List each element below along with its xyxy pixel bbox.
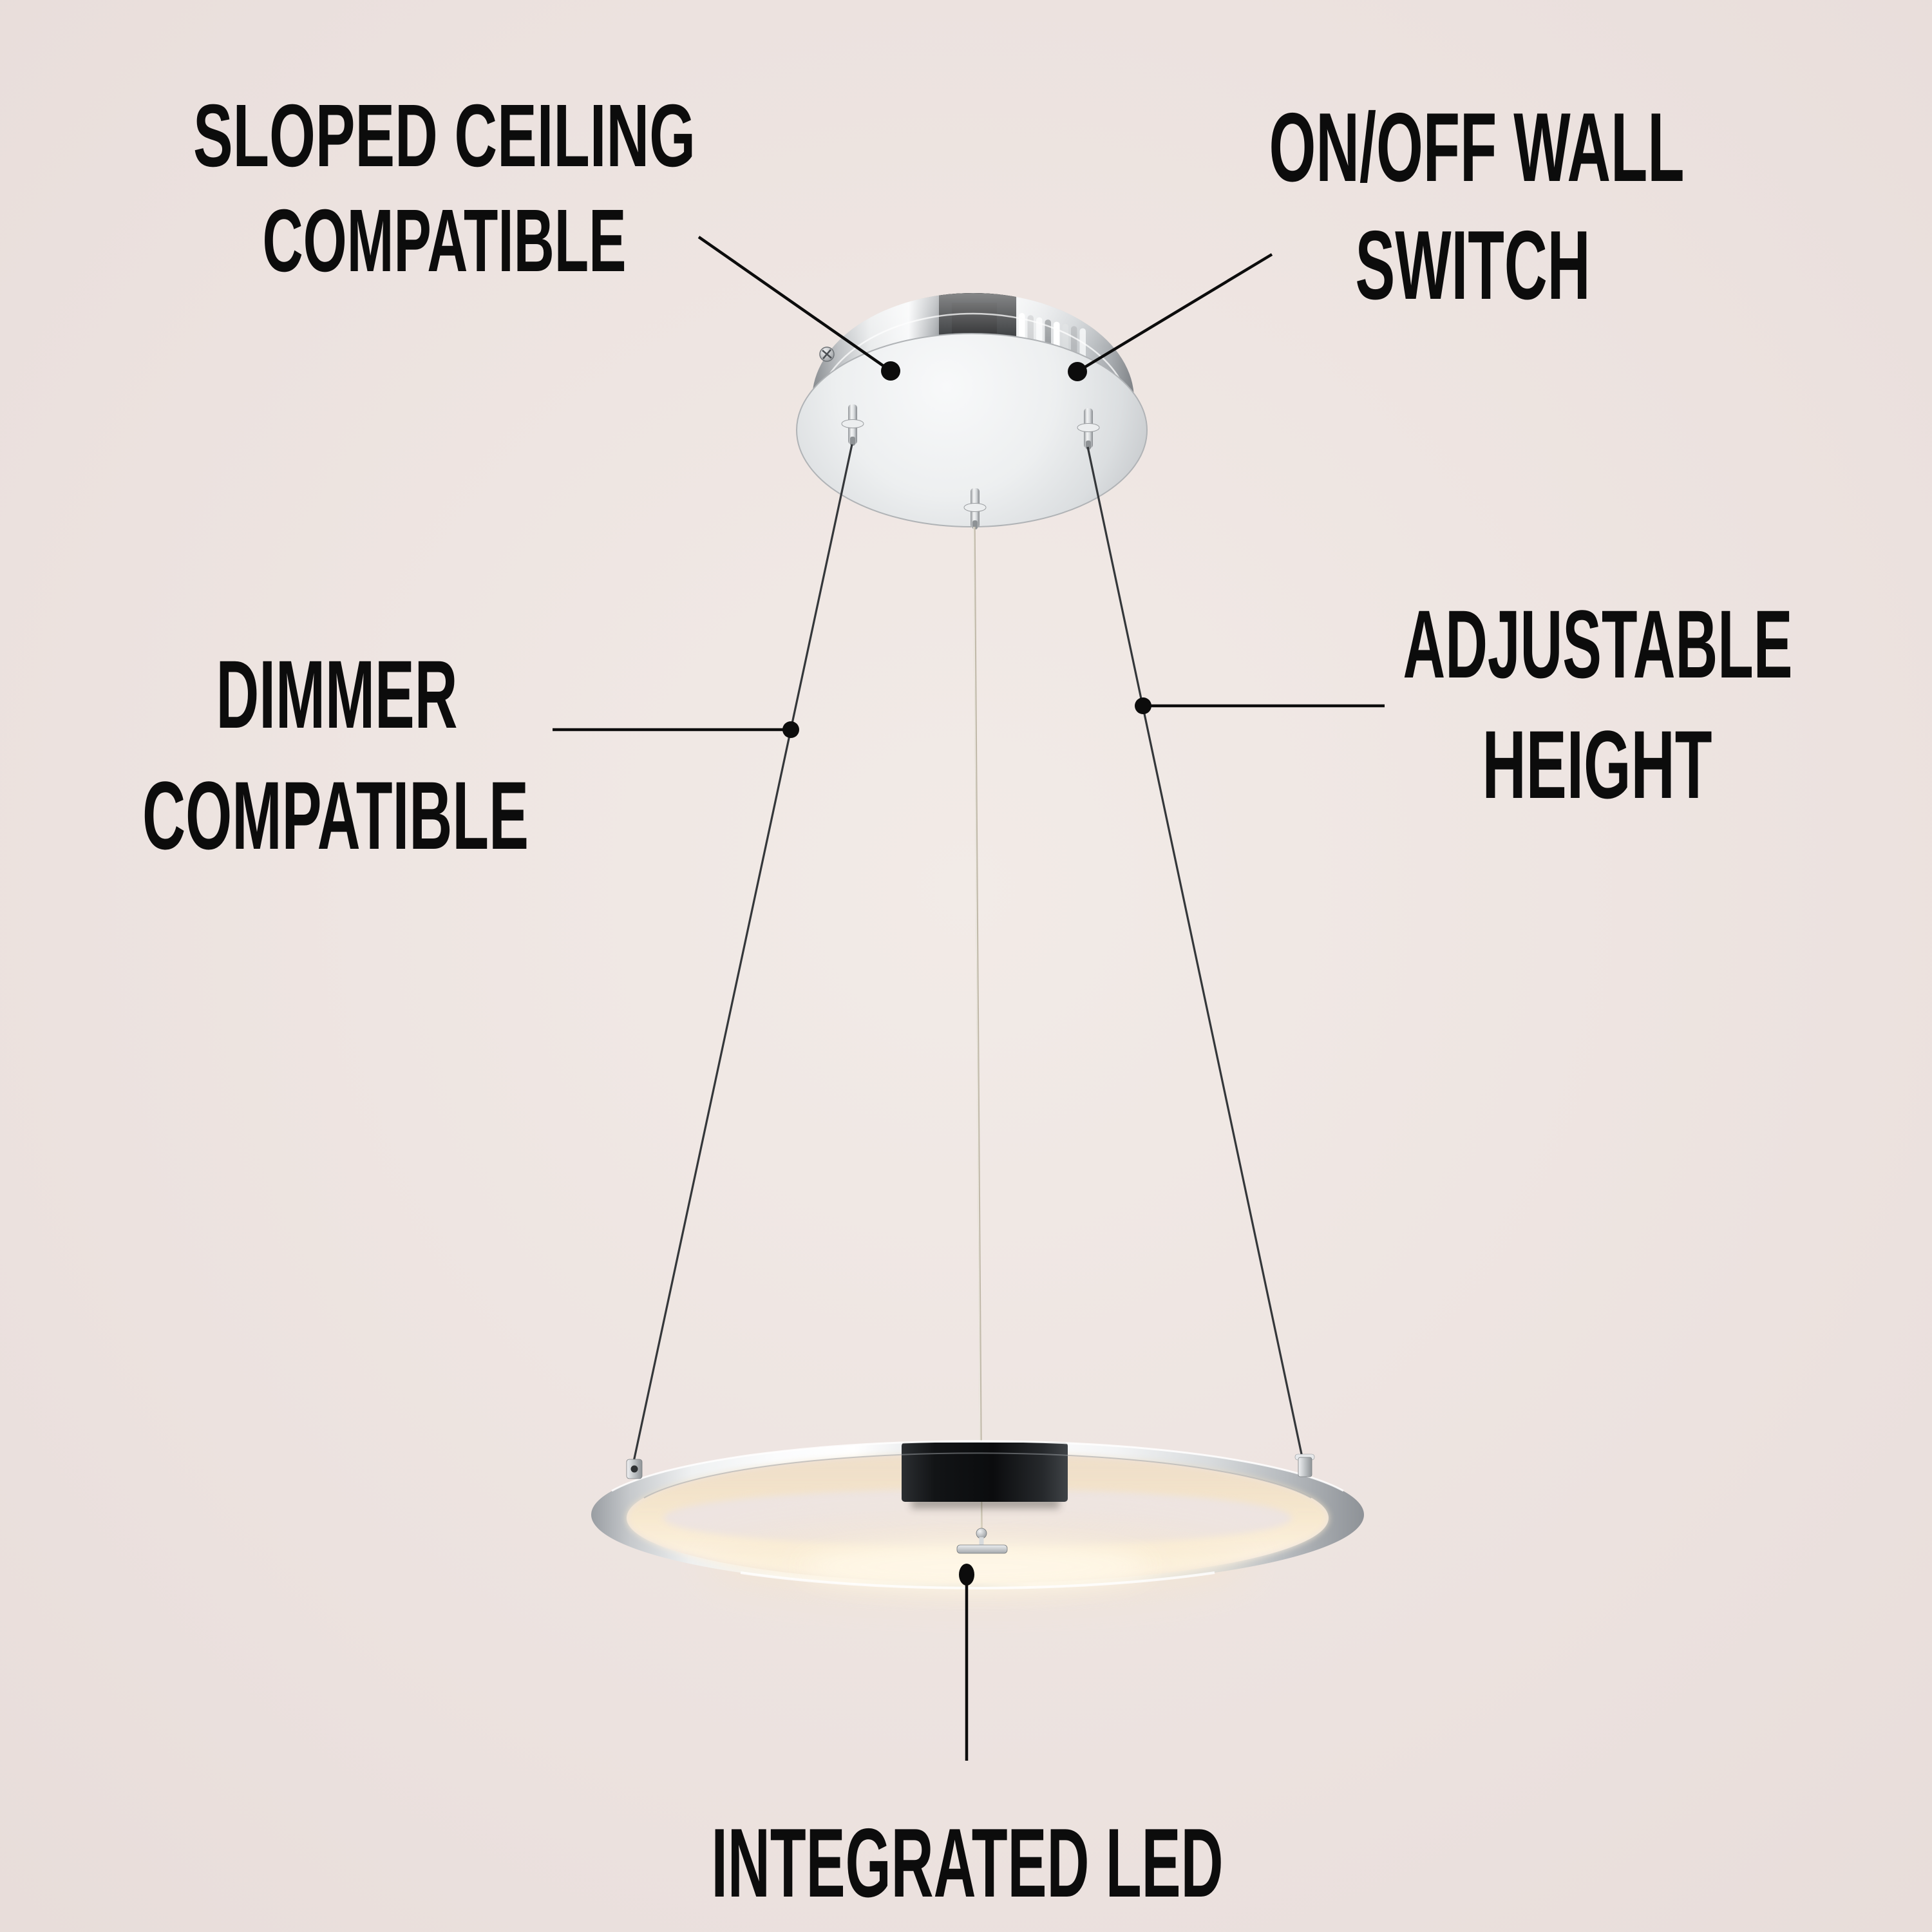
suspension-cable-left — [632, 444, 853, 1465]
label-adjustable-height-line1: ADJUSTABLE — [1403, 590, 1793, 698]
callout-dots — [782, 361, 1151, 1586]
suspension-cable-right — [1086, 446, 1305, 1464]
dot-adjustable-height — [1135, 697, 1151, 714]
cable-gland-left — [841, 404, 864, 446]
callout-leaders — [553, 236, 1385, 1761]
ceiling-canopy — [796, 293, 1148, 529]
label-sloped-ceiling-line2: COMPATIBLE — [263, 191, 627, 290]
suspension-cable-center-sheen — [973, 526, 981, 1535]
ring-center-cable-fitting — [956, 1528, 1008, 1554]
suspension-cable-center — [973, 526, 983, 1535]
ring-cable-connector-right — [1294, 1454, 1315, 1477]
dot-integrated-led — [959, 1564, 974, 1586]
ring-inner-edge-line — [643, 1452, 1312, 1499]
label-wall-switch-line2: SWITCH — [1356, 211, 1591, 320]
ring-cable-connector-left — [626, 1459, 643, 1479]
label-dimmer-line2: COMPATIBLE — [142, 761, 529, 869]
callout-labels: SLOPED CEILING COMPATIBLE ON/OFF WALL SW… — [142, 86, 1793, 1918]
ring-top-edge-highlight — [611, 1440, 1344, 1492]
cable-gland-right — [1077, 408, 1100, 450]
suspension-cables — [632, 444, 1305, 1535]
label-integrated-led: INTEGRATED LED — [712, 1808, 1224, 1918]
dot-dimmer — [782, 721, 799, 738]
leader-sloped-ceiling — [697, 236, 892, 372]
led-ring — [591, 1440, 1364, 1602]
ring-driver-block — [902, 1443, 1068, 1502]
led-glow-bloom-bright — [802, 1544, 1150, 1590]
label-sloped-ceiling-line1: SLOPED CEILING — [193, 86, 696, 185]
label-wall-switch-line1: ON/OFF WALL — [1269, 93, 1685, 202]
label-adjustable-height-line2: HEIGHT — [1482, 710, 1712, 819]
canopy-screw — [819, 346, 835, 362]
dot-wall-switch — [1068, 362, 1087, 381]
leader-wall-switch — [1076, 253, 1273, 373]
ring-bottom-edge-highlight — [740, 1571, 1215, 1589]
dot-sloped-ceiling — [881, 361, 900, 381]
label-dimmer-line1: DIMMER — [216, 640, 458, 748]
